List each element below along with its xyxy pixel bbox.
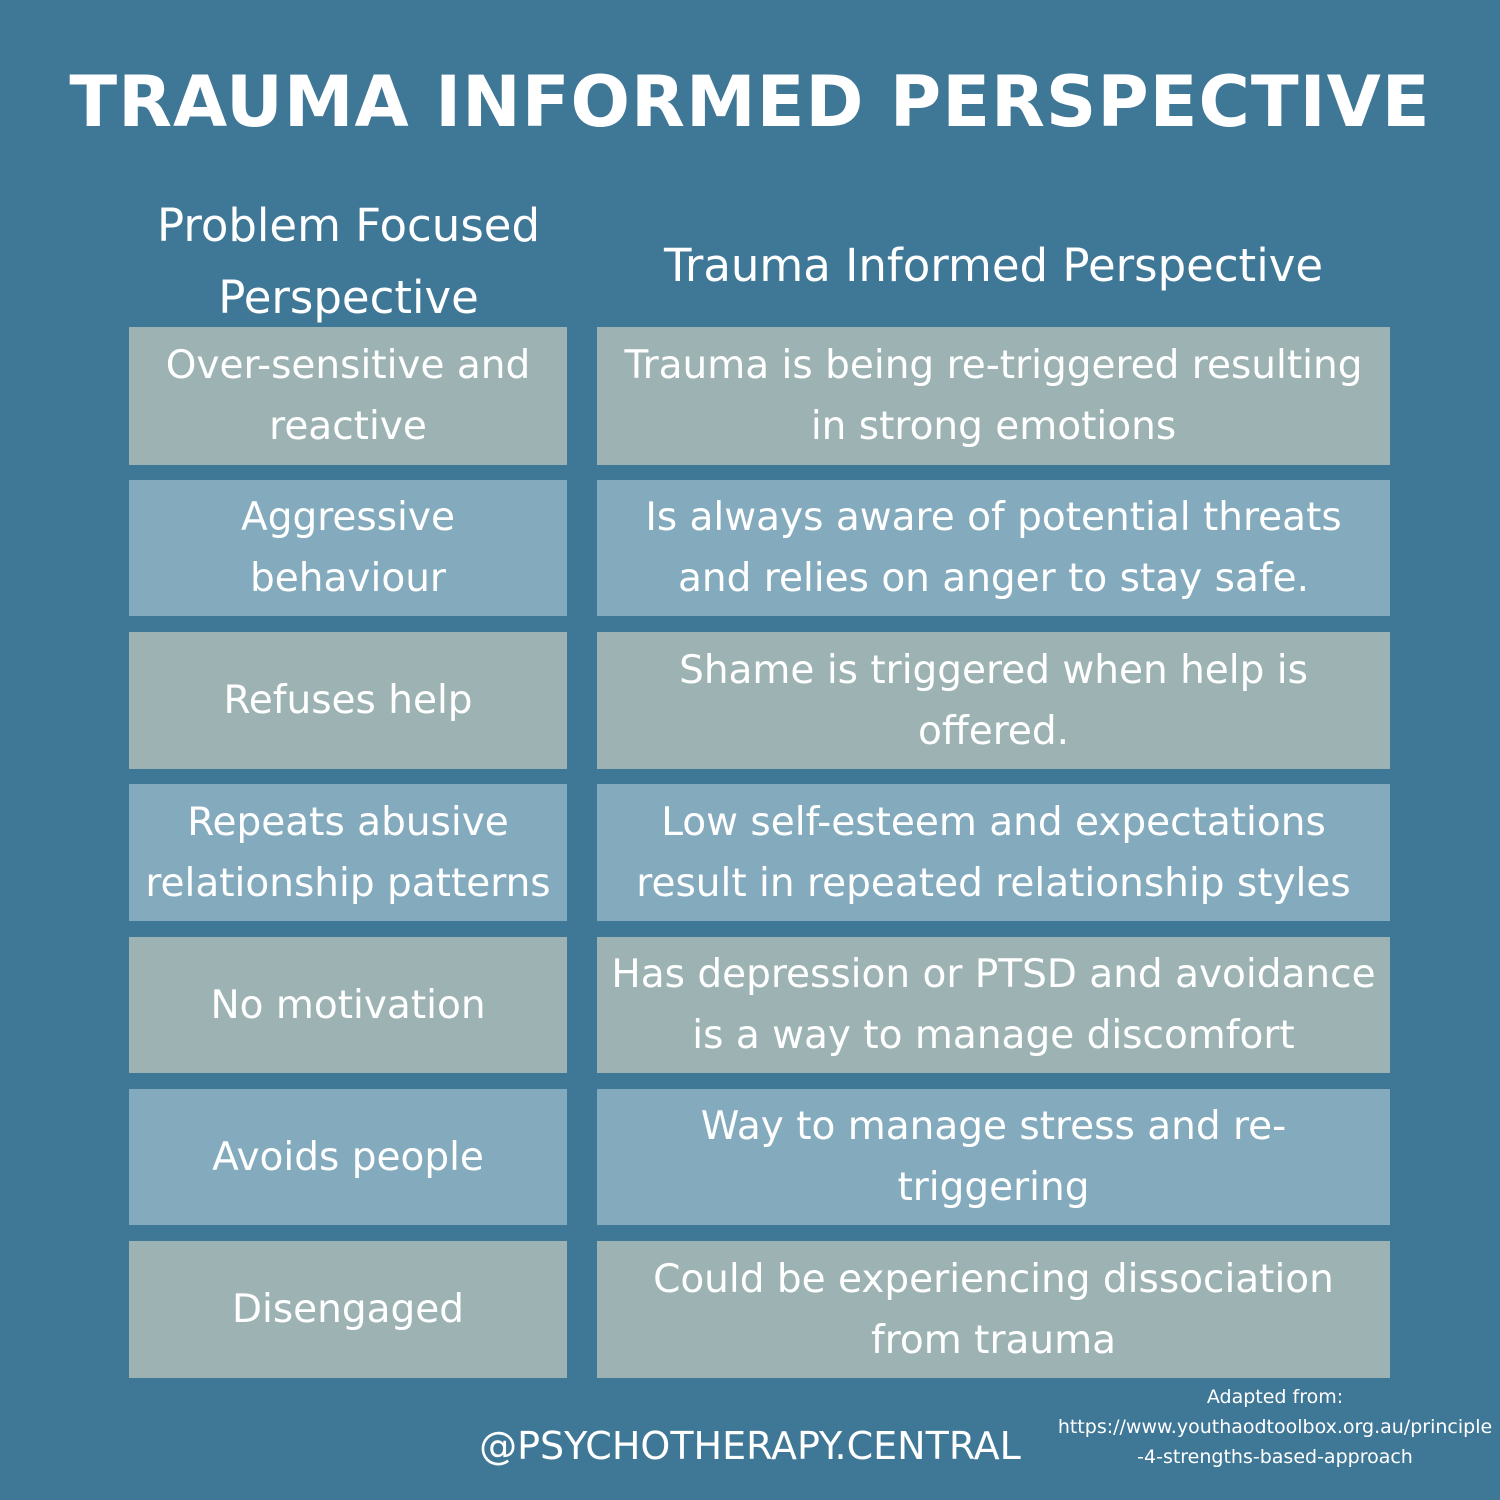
trauma-cell: Low self-esteem and expectations result …	[597, 784, 1390, 921]
problem-cell: Disengaged	[129, 1241, 567, 1378]
trauma-cell: Way to manage stress and re-triggering	[597, 1089, 1390, 1225]
source-url: https://www.youthaodtoolbox.org.au/princ…	[1057, 1416, 1493, 1468]
problem-cell: Avoids people	[129, 1089, 567, 1225]
column-header-problem-focused: Problem Focused Perspective	[156, 199, 541, 324]
trauma-cell: Has depression or PTSD and avoidance is …	[597, 937, 1390, 1073]
problem-cell: Refuses help	[129, 632, 567, 769]
source-citation: Adapted from: https://www.youthaodtoolbo…	[1055, 1382, 1495, 1472]
problem-cell: No motivation	[129, 937, 567, 1073]
trauma-cell: Could be experiencing dissociation from …	[597, 1241, 1390, 1378]
problem-cell: Over-sensitive and reactive	[129, 327, 567, 465]
trauma-cell: Shame is triggered when help is offered.	[597, 632, 1390, 769]
page-title: TRAUMA INFORMED PERSPECTIVE	[69, 61, 1431, 143]
trauma-cell: Is always aware of potential threats and…	[597, 480, 1390, 616]
social-handle: @PSYCHOTHERAPY.CENTRAL	[479, 1424, 1021, 1468]
problem-cell: Repeats abusive relationship patterns	[129, 784, 567, 921]
trauma-cell: Trauma is being re-triggered resulting i…	[597, 327, 1390, 465]
column-header-trauma-informed: Trauma Informed Perspective	[663, 239, 1324, 292]
problem-cell: Aggressive behaviour	[129, 480, 567, 616]
source-label: Adapted from:	[1206, 1386, 1344, 1408]
